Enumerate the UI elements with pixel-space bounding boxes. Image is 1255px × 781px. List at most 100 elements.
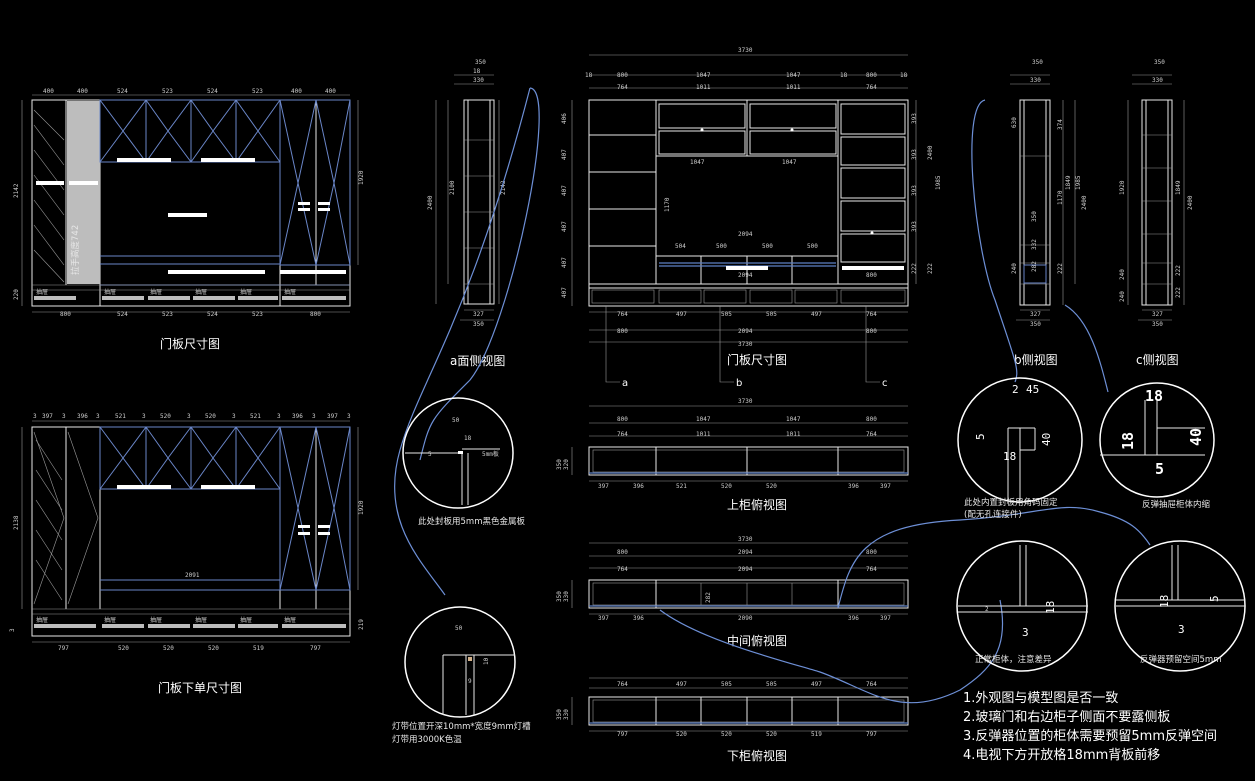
title-a-side: a面侧视图 <box>450 353 505 368</box>
center-tv-width: 2094 <box>738 231 753 238</box>
detail-circle-6 <box>1114 540 1246 672</box>
handle-height-label: 拉手高度742 <box>70 225 81 275</box>
order-top-dim-9: 520 <box>205 413 216 420</box>
d6-dim-18: 18 <box>1158 595 1171 608</box>
lower-row1-dim-2: 505 <box>721 681 732 688</box>
panel-top-dim-5: 523 <box>252 88 263 95</box>
center-row2-dim-5: 800 <box>866 72 877 79</box>
center-bottom-row1-1: 497 <box>676 311 687 318</box>
d1-dim-18: 18 <box>464 435 472 442</box>
note-seal-strip: 此处封板用5mm黑色金属板 <box>418 516 525 527</box>
upper-depth-350: 350 <box>556 459 563 470</box>
b-side-total-dim-1: 1985 <box>1075 175 1082 190</box>
center-row3-dim-0: 764 <box>617 84 628 91</box>
panel-height-220: 220 <box>13 289 20 300</box>
panel-bottom-dim-1: 524 <box>117 311 128 318</box>
b-side-total-dim-2: 1849 <box>1065 175 1072 190</box>
marker-a: a <box>622 378 628 389</box>
a-side-dim-2400: 2400 <box>427 195 434 210</box>
c-side-v-dim-0: 1920 <box>1119 180 1126 195</box>
upper-row1-dim-0: 800 <box>617 416 628 423</box>
order-drawer-labels: 抽屉抽屉抽屉抽屉抽屉抽屉 <box>36 616 296 624</box>
panel-drawer-label-3: 抽屉 <box>195 288 207 296</box>
order-top-dim-15: 397 <box>327 413 338 420</box>
order-bottom-dim-2: 520 <box>163 645 174 652</box>
d2-dim-9: 9 <box>468 678 472 685</box>
order-top-dim-2: 3 <box>62 413 66 420</box>
panel-top-dim-1: 400 <box>77 88 88 95</box>
order-height-219: 219 <box>358 619 365 630</box>
detail-circle-3 <box>957 377 1083 503</box>
d4-dim-18b: 18 <box>1119 432 1137 450</box>
d3-dim-45: 45 <box>1026 383 1039 396</box>
lower-bottom-dim-4: 519 <box>811 731 822 738</box>
lower-row1-dim-0: 764 <box>617 681 628 688</box>
center-right-v-1: 2400 <box>927 145 934 160</box>
b-side-v-dim-2: 1170 <box>1057 190 1064 205</box>
title-b-side: b侧视图 <box>1014 352 1058 367</box>
b-side-h-dim-2: 327 <box>1030 311 1041 318</box>
center-tv-dim-left: 1047 <box>690 159 705 166</box>
d4-dim-40: 40 <box>1187 428 1205 446</box>
d2-dim-50: 50 <box>455 625 463 632</box>
order-bottom-dim-3: 520 <box>208 645 219 652</box>
center-bottom-row2-0: 800 <box>617 328 628 335</box>
center-left-v-1: 407 <box>561 149 568 160</box>
note-light-groove-1: 灯带位置开深10mm*宽度9mm灯槽 <box>392 721 531 732</box>
order-mid-dim: 2091 <box>185 572 200 579</box>
lower-bottom-dim-3: 520 <box>766 731 777 738</box>
upper-top-view <box>571 405 909 482</box>
title-c-side: c侧视图 <box>1136 352 1179 367</box>
lower-bottom-dim-5: 797 <box>866 731 877 738</box>
lower-depth-350: 350 <box>556 709 563 720</box>
upper-row2-dim-0: 764 <box>617 431 628 438</box>
d4-dim-18a: 18 <box>1145 387 1163 405</box>
panel-bottom-dim-3: 524 <box>207 311 218 318</box>
center-row3-dim-3: 764 <box>866 84 877 91</box>
d5-dim-3: 3 <box>1022 626 1029 639</box>
center-bottom-row1-3: 505 <box>766 311 777 318</box>
center-tv-height: 1170 <box>664 197 671 212</box>
b-side-v-dim-5: 282 <box>1031 261 1038 272</box>
center-bottom-total: 3730 <box>738 341 753 348</box>
c-side-h-dim-1: 330 <box>1152 77 1163 84</box>
lower-row1-dim-3: 505 <box>766 681 777 688</box>
panel-bottom-dim-0: 800 <box>60 311 71 318</box>
curve-detail-4-link <box>1064 304 1109 393</box>
d2-dim-10: 10 <box>483 657 490 665</box>
upper-bottom-dim-6: 397 <box>880 483 891 490</box>
upper-row1-dim-3: 800 <box>866 416 877 423</box>
detail-circle-2 <box>404 606 516 718</box>
order-top-dim-16: 3 <box>347 413 351 420</box>
center-row2-dim-6: 18 <box>900 72 908 79</box>
center-sub-dim-0: 504 <box>675 243 686 250</box>
c-side-h-dim-2: 327 <box>1152 311 1163 318</box>
c-side-v-dim-1: 1849 <box>1175 180 1182 195</box>
d5-dim-18: 18 <box>1044 601 1057 614</box>
d5-dim-2: 2 <box>985 606 989 613</box>
lower-bottom-dim-0: 797 <box>617 731 628 738</box>
title-door-panel-size: 门板尺寸图 <box>160 336 220 351</box>
door-panel-drawer-labels: 抽屉抽屉抽屉抽屉抽屉抽屉 <box>36 288 296 296</box>
marker-c: c <box>882 378 888 389</box>
panel-drawer-label-1: 抽屉 <box>104 288 116 296</box>
center-right-v-7: 222 <box>927 263 934 274</box>
a-side-dim-b350: 350 <box>473 321 484 328</box>
center-bottom-row2-2: 800 <box>866 328 877 335</box>
d3-dim-18: 18 <box>1003 450 1016 463</box>
b-side-total-dim-0: 2400 <box>1081 195 1088 210</box>
center-row3-dim-1: 1011 <box>696 84 711 91</box>
c-side-h-dim-3: 350 <box>1152 321 1163 328</box>
panel-drawer-label-0: 抽屉 <box>36 288 48 296</box>
middle-bottom-dim-0: 397 <box>598 615 609 622</box>
panel-top-dim-7: 400 <box>325 88 336 95</box>
title-door-panel-order: 门板下单尺寸图 <box>158 680 242 695</box>
